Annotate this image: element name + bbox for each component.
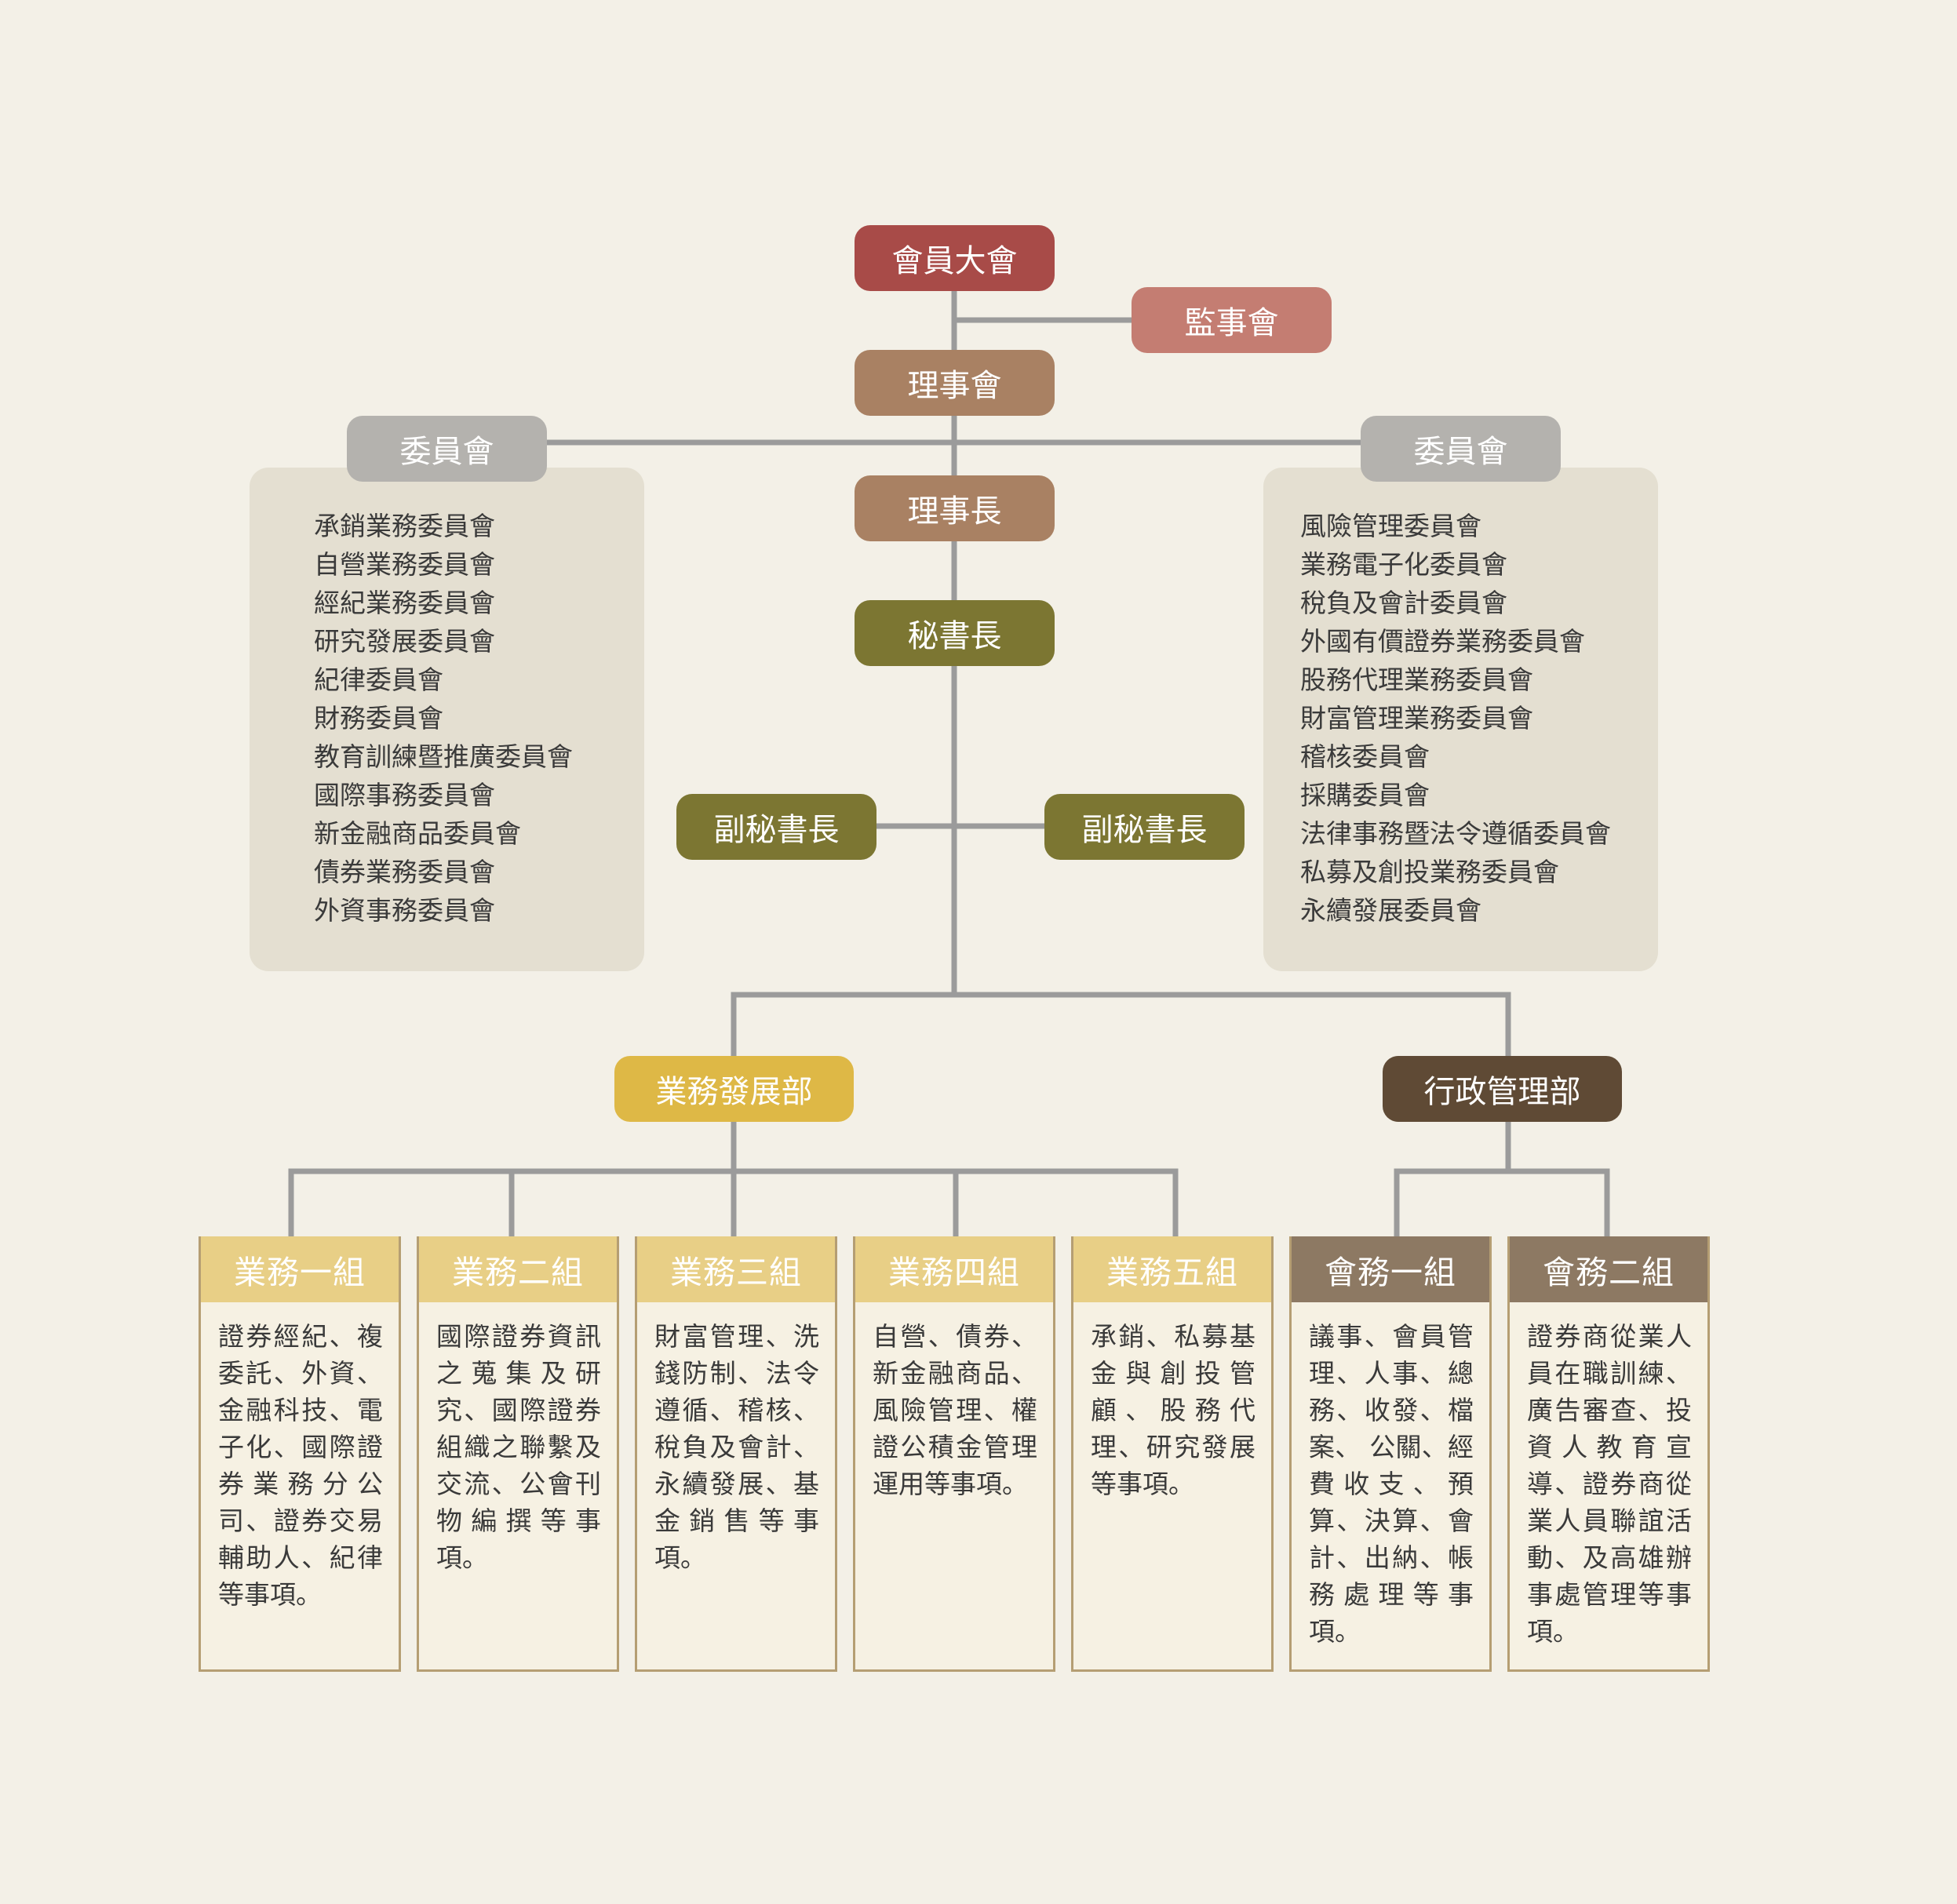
secretary-general-node: 秘書長: [855, 600, 1055, 666]
committee-item: 自營業務委員會: [314, 549, 495, 580]
committee-panel-left: 承銷業務委員會自營業務委員會經紀業務委員會研究發展委員會紀律委員會財務委員會教育…: [250, 468, 644, 971]
committee-item: 外資事務委員會: [314, 895, 495, 926]
committee-list-left: 承銷業務委員會自營業務委員會經紀業務委員會研究發展委員會紀律委員會財務委員會教育…: [314, 507, 573, 930]
committee-tag-right: 委員會: [1361, 416, 1561, 482]
committee-item: 股務代理業務委員會: [1300, 664, 1533, 695]
committee-item: 風險管理委員會: [1300, 511, 1481, 541]
general-assembly-node: 會員大會: [855, 225, 1055, 291]
group-duties: 自營、債券、新金融商品、風險管理、權證公積金管理運用等事項。: [873, 1321, 1037, 1499]
committee-item: 承銷業務委員會: [314, 511, 495, 541]
administration-dept-node: 行政管理部: [1383, 1056, 1622, 1122]
committee-item: 外國有價證券業務委員會: [1300, 626, 1585, 657]
group-card-7: 會務二組 證券商從業人員在職訓練、廣告審查、投資人教育宣導、證券商從業人員聯誼活…: [1507, 1236, 1710, 1672]
group-card-1: 業務一組 證券經紀、複委託、外資、金融科技、電子化、國際證券業務分公司、證券交易…: [199, 1236, 401, 1672]
group-duties: 國際證券資訊之蒐集及研究、國際證券組織之聯繫及交流、公會刊物編撰等事項。: [436, 1321, 601, 1573]
committee-item: 法律事務暨法令遵循委員會: [1300, 818, 1611, 849]
chairman-node: 理事長: [855, 475, 1055, 541]
group-duties: 證券商從業人員在職訓練、廣告審查、投資人教育宣導、證券商從業人員聯誼活動、及高雄…: [1527, 1321, 1692, 1647]
committee-item: 業務電子化委員會: [1300, 549, 1507, 580]
group-card-4: 業務四組 自營、債券、新金融商品、風險管理、權證公積金管理運用等事項。: [853, 1236, 1055, 1672]
committee-item: 教育訓練暨推廣委員會: [314, 741, 573, 772]
group-title: 會務一組: [1292, 1236, 1489, 1302]
committee-item: 財務委員會: [314, 703, 443, 734]
group-title: 業務一組: [201, 1236, 399, 1302]
group-duties: 財富管理、洗錢防制、法令遵循、稽核、稅負及會計、永續發展、基金銷售等事項。: [654, 1321, 819, 1573]
group-duties: 證券經紀、複委託、外資、金融科技、電子化、國際證券業務分公司、證券交易輔助人、紀…: [218, 1321, 383, 1610]
group-card-2: 業務二組 國際證券資訊之蒐集及研究、國際證券組織之聯繫及交流、公會刊物編撰等事項…: [417, 1236, 619, 1672]
group-title: 業務三組: [637, 1236, 835, 1302]
committee-item: 紀律委員會: [314, 664, 443, 695]
group-card-6: 會務一組 議事、會員管理、人事、總務、收發、檔案、 公關、經費收支、預算、決算、…: [1289, 1236, 1492, 1672]
committee-item: 私募及創投業務委員會: [1300, 857, 1559, 887]
committee-item: 國際事務委員會: [314, 780, 495, 810]
group-title: 會務二組: [1510, 1236, 1707, 1302]
committee-item: 債券業務委員會: [314, 857, 495, 887]
committee-item: 稽核委員會: [1300, 741, 1430, 772]
business-development-dept-node: 業務發展部: [614, 1056, 854, 1122]
committee-item: 永續發展委員會: [1300, 895, 1481, 926]
group-duties: 承銷、私募基金與創投管顧、股務代理、研究發展等事項。: [1091, 1321, 1255, 1499]
committee-item: 財富管理業務委員會: [1300, 703, 1533, 734]
committee-list-right: 風險管理委員會業務電子化委員會稅負及會計委員會外國有價證券業務委員會股務代理業務…: [1300, 507, 1611, 930]
deputy-secretary-right-node: 副秘書長: [1044, 794, 1245, 860]
group-card-5: 業務五組 承銷、私募基金與創投管顧、股務代理、研究發展等事項。: [1071, 1236, 1274, 1672]
committee-item: 新金融商品委員會: [314, 818, 521, 849]
committee-item: 經紀業務委員會: [314, 588, 495, 618]
committee-item: 稅負及會計委員會: [1300, 588, 1507, 618]
deputy-secretary-left-node: 副秘書長: [676, 794, 876, 860]
committee-item: 研究發展委員會: [314, 626, 495, 657]
committee-tag-left: 委員會: [347, 416, 547, 482]
committee-item: 採購委員會: [1300, 780, 1430, 810]
group-card-3: 業務三組 財富管理、洗錢防制、法令遵循、稽核、稅負及會計、永續發展、基金銷售等事…: [635, 1236, 837, 1672]
board-node: 理事會: [855, 350, 1055, 416]
committee-panel-right: 風險管理委員會業務電子化委員會稅負及會計委員會外國有價證券業務委員會股務代理業務…: [1263, 468, 1658, 971]
group-title: 業務五組: [1073, 1236, 1271, 1302]
group-title: 業務二組: [419, 1236, 617, 1302]
group-duties: 議事、會員管理、人事、總務、收發、檔案、 公關、經費收支、預算、決算、會計、出納…: [1309, 1321, 1474, 1647]
supervisors-node: 監事會: [1132, 287, 1332, 353]
group-title: 業務四組: [855, 1236, 1053, 1302]
